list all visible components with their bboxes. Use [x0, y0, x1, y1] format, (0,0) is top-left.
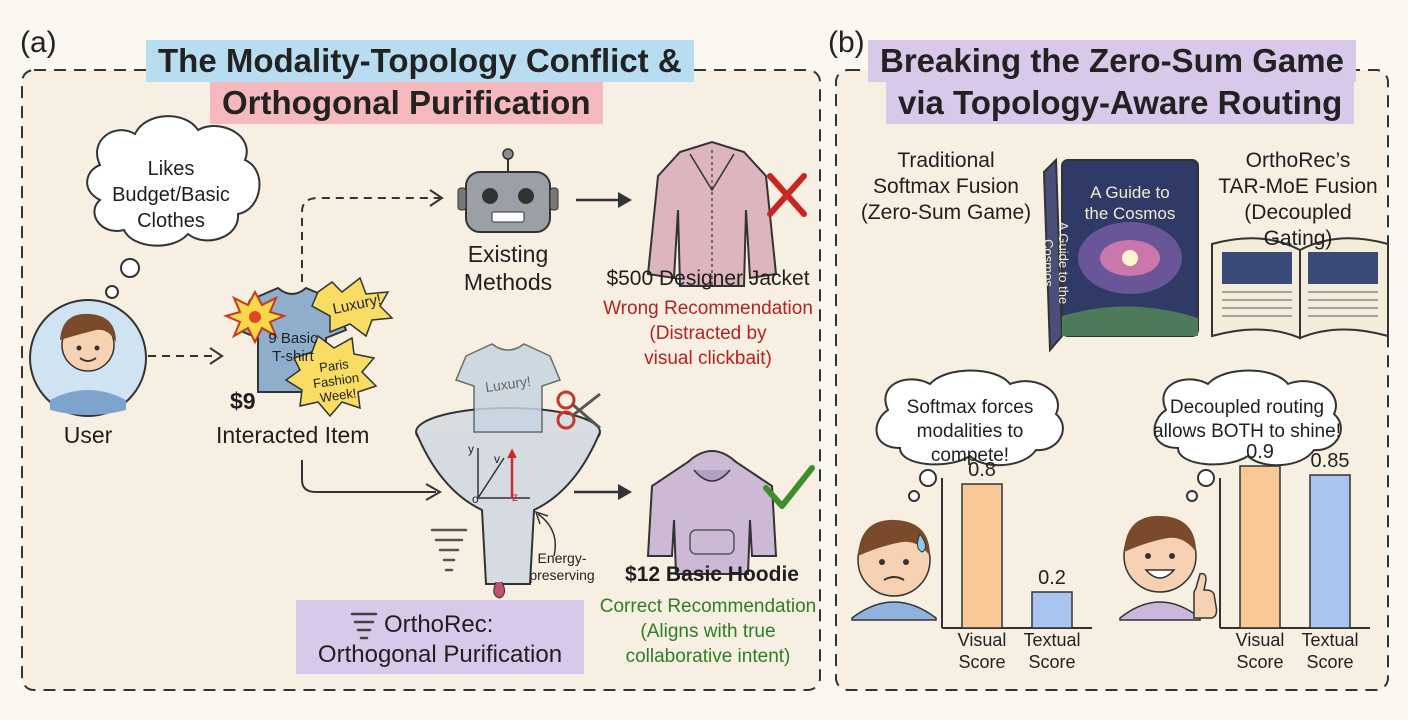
- happy-person-avatar: [1119, 515, 1218, 621]
- orthorec-label-line2: Orthogonal Purification: [317, 641, 563, 668]
- user-avatar: [29, 299, 147, 417]
- panel-b-tag: (b): [828, 26, 865, 59]
- panel-a-title-line1: The Modality-Topology Conflict &: [146, 40, 694, 82]
- axis-v-label: v: [494, 452, 500, 466]
- chart-category-label: Score: [958, 652, 1005, 672]
- thought-cloud-left: [875, 369, 1064, 502]
- chart-category-label: Textual: [1301, 630, 1358, 650]
- traditional-label: Traditional Softmax Fusion (Zero-Sum Gam…: [860, 149, 1032, 224]
- closed-book-icon: [1042, 157, 1199, 353]
- item-label: Interacted Item: [216, 422, 370, 448]
- wrong-x-icon: [767, 173, 807, 217]
- chart-category-label: Visual: [958, 630, 1007, 650]
- worried-person-avatar: [851, 519, 937, 621]
- thought-right-text: Decoupled routing allows BOTH to shine!: [1153, 397, 1341, 442]
- book-title: A Guide to the Cosmos: [1084, 183, 1176, 223]
- wrong-recommendation: Wrong Recommendation (Distracted by visu…: [603, 298, 813, 369]
- axis-o-label: o: [472, 492, 479, 506]
- chart-bar: [961, 483, 1003, 629]
- badge-luxury-shape: [311, 276, 394, 338]
- jacket-label: $500 Designer Jacket: [606, 267, 810, 290]
- arrow-item-to-robot: [301, 197, 440, 282]
- existing-methods-label: Existing Methods: [463, 241, 553, 295]
- badge-paris-shape: [284, 334, 378, 418]
- robot-icon: [457, 148, 559, 233]
- shirt-text: 9 Basic T-shirt: [268, 330, 318, 365]
- chart-category-label: Score: [1306, 652, 1353, 672]
- panel-a-title-line2: Orthogonal Purification: [210, 82, 603, 124]
- chart-value-label: 0.9: [1246, 441, 1274, 463]
- panel-b-title-line2: via Topology-Aware Routing: [886, 82, 1355, 124]
- scissors-icon: [556, 390, 601, 430]
- chart-value-label: 0.2: [1038, 567, 1066, 589]
- energy-label: Energy- preserving: [529, 550, 595, 583]
- tornado-icon: [430, 528, 468, 572]
- user-label: User: [63, 422, 113, 448]
- correct-check-icon: [763, 465, 815, 509]
- chart-category-label: Score: [1236, 652, 1283, 672]
- particle-icon: [493, 581, 506, 599]
- correct-recommendation: Correct Recommendation (Aligns with true…: [599, 596, 817, 667]
- arrow-item-to-funnel: [301, 460, 436, 493]
- chart-bar: [1239, 465, 1281, 629]
- chart-value-label: 0.8: [968, 459, 996, 481]
- panel-b-title-line1: Breaking the Zero-Sum Game: [868, 40, 1356, 82]
- chart-bar: [1031, 591, 1073, 629]
- thought-left-text: Softmax forces modalities to compete!: [906, 397, 1034, 466]
- user-thought-text: Likes Budget/Basic Clothes: [112, 158, 230, 232]
- thought-cloud-right: [1153, 369, 1342, 502]
- hoodie-icon: [646, 450, 778, 575]
- chart-category-label: Textual: [1023, 630, 1080, 650]
- item-price: $9: [230, 388, 256, 414]
- user-thought-cloud: [86, 115, 261, 299]
- chart-value-label: 0.85: [1311, 450, 1350, 472]
- panel-a-tag: (a): [20, 26, 57, 59]
- energy-arrow: [537, 513, 556, 557]
- orthorec-label-bg: [296, 600, 584, 674]
- jacket-icon: [646, 140, 778, 287]
- open-book-icon: [1211, 237, 1389, 340]
- book-spine-text: A Guide to the Cosmos: [1041, 221, 1071, 305]
- chart-category-label: Visual: [1236, 630, 1285, 650]
- badge-paris-text: Paris Fashion Week!: [312, 356, 360, 406]
- faded-tshirt-icon: [454, 343, 562, 433]
- chart-bar: [1309, 474, 1351, 629]
- axis-y-label: y: [468, 442, 474, 456]
- hoodie-label: $12 Basic Hoodie: [625, 563, 799, 586]
- chart-category-label: Score: [1028, 652, 1075, 672]
- starburst-icon-small: [223, 289, 287, 345]
- orthorec-fusion-label: OrthoRec’s TAR-MoE Fusion (Decoupled Gat…: [1218, 149, 1378, 250]
- orthorec-tornado-icon: [350, 612, 378, 640]
- axis-z-label: z: [512, 490, 518, 504]
- orthorec-label-line1: OrthoRec:: [384, 611, 494, 638]
